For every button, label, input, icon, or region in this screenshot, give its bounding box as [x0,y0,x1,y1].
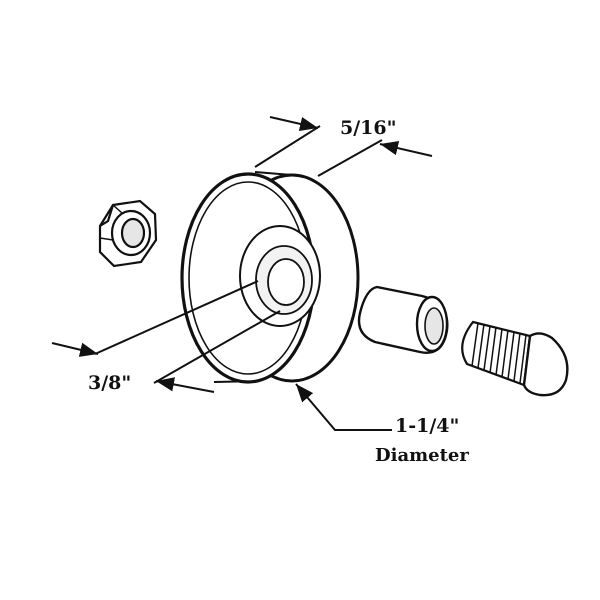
hole-dimension [51,280,281,393]
diameter-word-label: Diameter [375,445,469,466]
diameter-value-label: 1-1/4" [395,415,460,437]
bushing-sleeve-icon [357,285,449,354]
diameter-leader [295,383,392,431]
nut-icon [98,199,158,268]
width-dimension-label: 5/16" [340,117,397,139]
roller-wheel-icon [180,171,360,384]
width-dimension [254,116,433,177]
hole-dimension-label: 3/8" [88,372,132,394]
bolt-icon [461,320,569,397]
